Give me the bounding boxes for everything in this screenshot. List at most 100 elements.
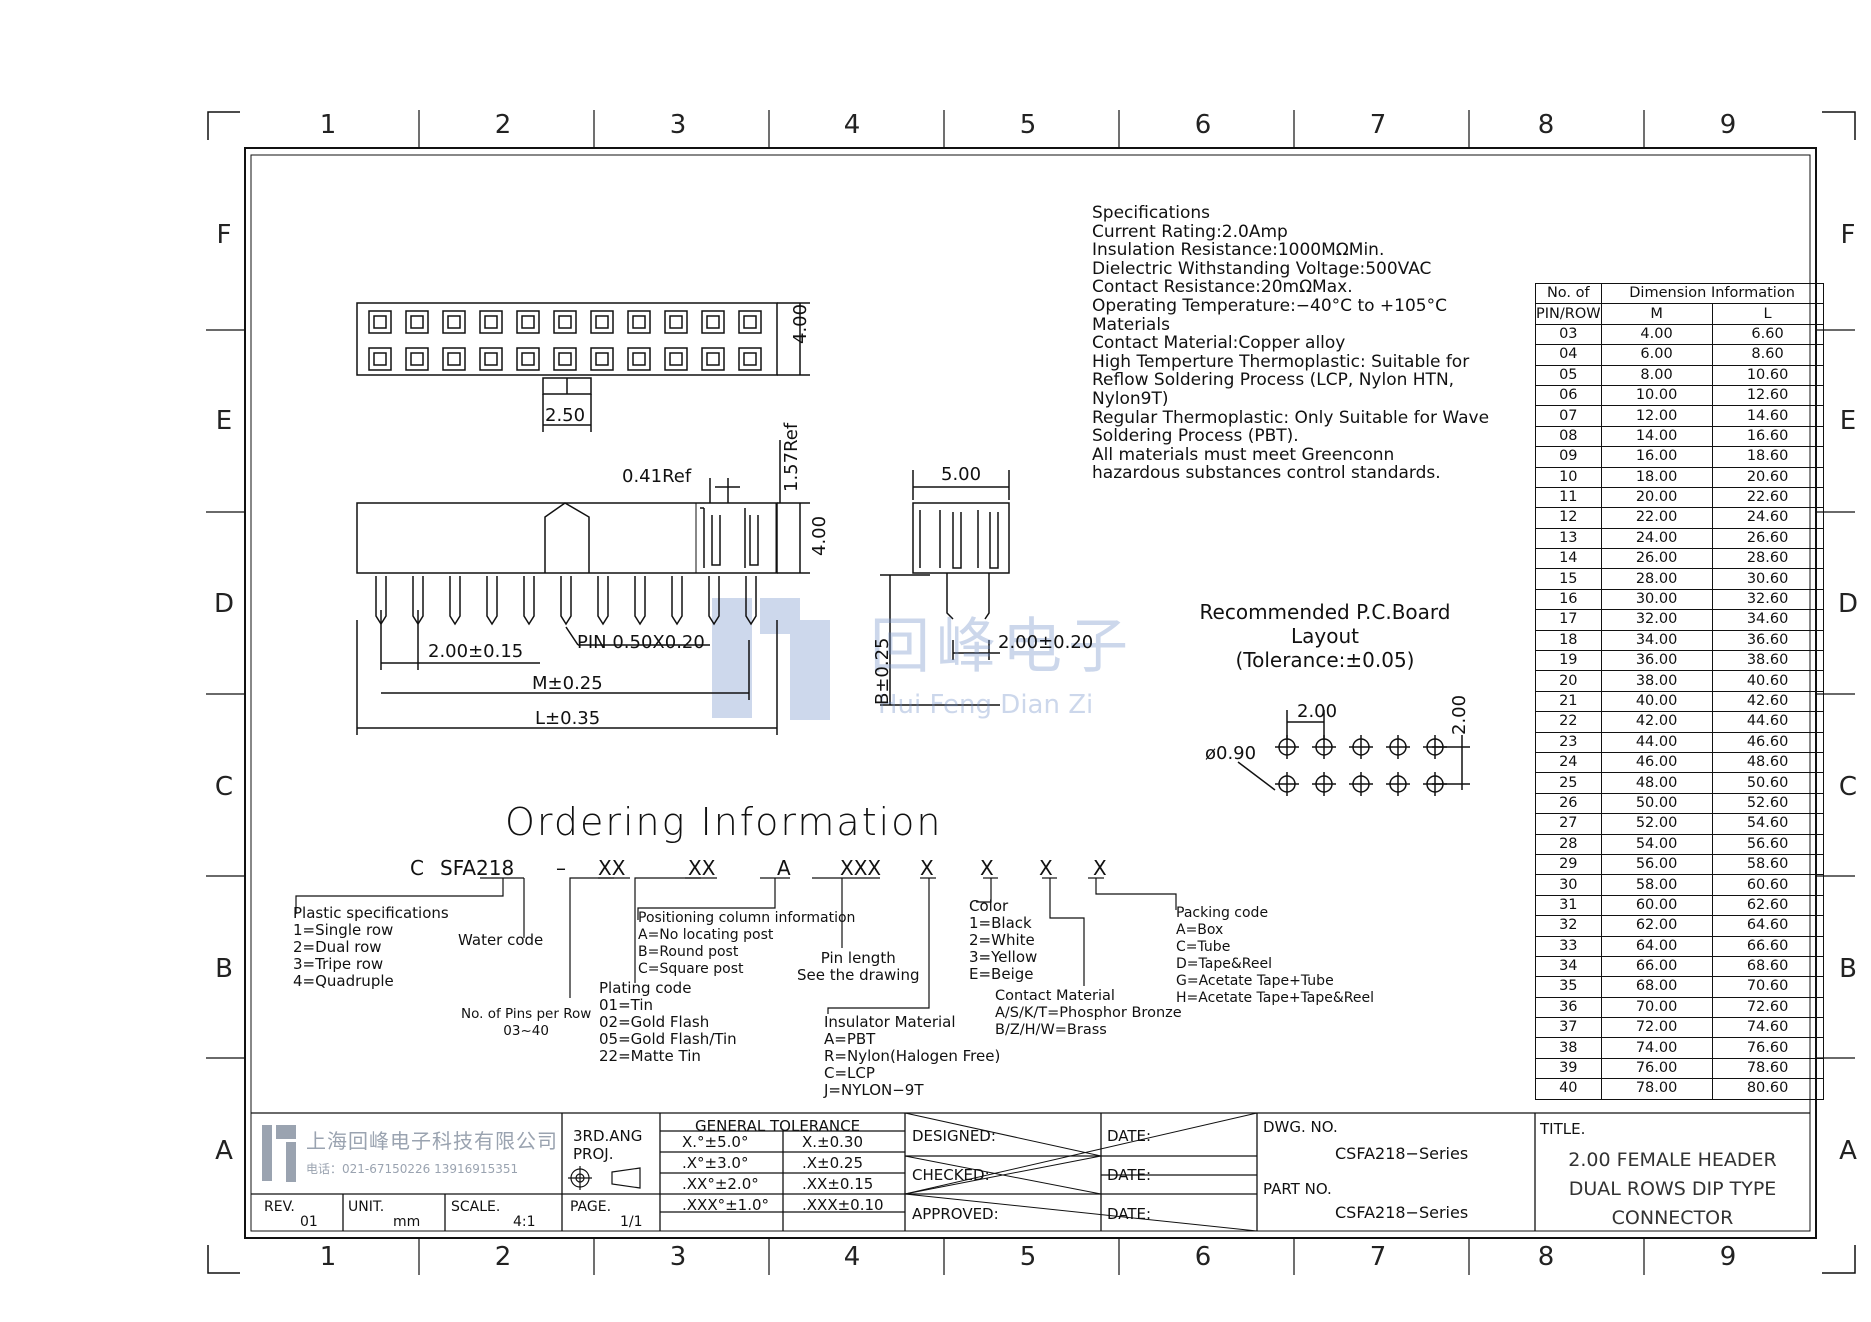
contact-cell	[738, 347, 762, 371]
table-cell: 13	[1535, 527, 1602, 550]
positioning-line: A=No locating post	[638, 927, 774, 943]
table-cell: 72.00	[1600, 1017, 1713, 1039]
table-cell: 74.60	[1711, 1017, 1824, 1039]
dim-end-width: 5.00	[941, 464, 982, 485]
dim-m: M±0.25	[532, 673, 603, 694]
contact-cell	[442, 310, 466, 334]
packing-line: Packing code	[1176, 905, 1269, 921]
table-cell: 70.60	[1711, 976, 1824, 998]
end-view	[880, 470, 1010, 706]
table-cell: 12	[1535, 507, 1602, 529]
ordering-code-part: X	[1093, 856, 1107, 880]
pcb-title-line: Recommended P.C.Board	[1199, 600, 1451, 624]
watermark-en: Hui Feng Dian Zi	[878, 690, 1094, 720]
table-cell: 46.60	[1711, 731, 1824, 753]
table-cell: 10	[1535, 466, 1602, 488]
tolerance-angle: .X°±3.0°	[682, 1154, 749, 1172]
plating-line: Plating code	[599, 979, 692, 997]
scale-label: SCALE.	[451, 1199, 501, 1215]
pcb-hole	[1312, 772, 1336, 796]
zone-col-label: 8	[1537, 1242, 1555, 1272]
zone-col-label: 2	[494, 110, 512, 140]
dim-pin: PIN 0.50X0.20	[577, 632, 705, 653]
projection-line: 3RD.ANG	[573, 1127, 643, 1145]
table-cell: 19	[1535, 650, 1602, 672]
table-cell: 6.00	[1600, 344, 1713, 366]
zone-row-label: C	[214, 772, 234, 802]
contact-cell	[368, 310, 392, 334]
pin	[523, 576, 535, 626]
zone-col-label: 9	[1719, 110, 1737, 140]
contact-line: Contact Material	[995, 988, 1115, 1004]
table-cell: 66.60	[1711, 935, 1824, 957]
spec-line: Insulation Resistance:1000MΩMin.	[1092, 240, 1385, 261]
ordering-code-part: –	[556, 856, 566, 880]
spec-line: High Temperture Thermoplastic: Suitable …	[1092, 351, 1470, 372]
positioning-line: B=Round post	[638, 944, 739, 960]
dim-side-height: 4.00	[809, 515, 830, 556]
table-cell: 64.60	[1711, 915, 1824, 937]
spec-line: Soldering Process (PBT).	[1092, 426, 1299, 447]
table-cell: 18	[1535, 629, 1602, 652]
dim-pcb-hole: ø0.90	[1205, 743, 1257, 764]
part-no-label: PART NO.	[1263, 1180, 1332, 1198]
watermark-logo	[712, 598, 830, 720]
zone-col-label: 4	[843, 1242, 861, 1272]
table-cell: 6.60	[1711, 323, 1824, 346]
spec-line: Current Rating:2.0Amp	[1092, 221, 1288, 242]
contact-cell	[479, 347, 503, 371]
color-line: 2=White	[969, 931, 1035, 949]
plating-line: 22=Matte Tin	[599, 1047, 701, 1065]
zone-col-label: 1	[319, 110, 337, 140]
table-cell: 37	[1535, 1017, 1602, 1039]
tolerance-linear: .X±0.25	[802, 1154, 864, 1172]
table-cell: 62.60	[1711, 894, 1824, 917]
title-label: TITLE.	[1540, 1120, 1586, 1138]
zone-col-label: 6	[1194, 110, 1212, 140]
table-cell: 36	[1535, 996, 1602, 1019]
pin	[597, 576, 609, 626]
date-label-1: DATE:	[1107, 1127, 1152, 1145]
table-cell: 58.60	[1711, 853, 1824, 876]
contact-cell	[590, 310, 614, 334]
table-cell: 14.60	[1711, 405, 1824, 427]
zone-col-label: 6	[1194, 1242, 1212, 1272]
color-line: 3=Yellow	[969, 948, 1038, 966]
table-cell: 04	[1535, 344, 1602, 366]
zone-row-label: D	[1837, 589, 1859, 619]
pin	[449, 576, 461, 626]
dim-pitch: 2.00±0.15	[428, 641, 524, 662]
table-cell: 22	[1535, 711, 1602, 733]
table-header-l: L	[1711, 303, 1824, 325]
date-label-3: DATE:	[1107, 1205, 1152, 1223]
color-line: 1=Black	[969, 914, 1032, 932]
dim-end-pitch: 2.00±0.20	[998, 632, 1094, 653]
spec-line: Dielectric Withstanding Voltage:500VAC	[1092, 258, 1432, 279]
spec-line: Regular Thermoplastic: Only Suitable for…	[1092, 407, 1490, 428]
contact-cell	[664, 310, 688, 334]
title-line: 2.00 FEMALE HEADER	[1568, 1149, 1777, 1171]
table-cell: 32.60	[1711, 588, 1824, 611]
table-cell: 24	[1535, 751, 1602, 774]
table-cell: 26	[1535, 792, 1602, 815]
zone-row-label: E	[215, 406, 233, 436]
side-view	[356, 440, 810, 735]
contact-cell	[553, 310, 577, 334]
contact-cell	[701, 347, 725, 371]
dim-l: L±0.35	[535, 708, 601, 729]
table-header-pinrow: PIN/ROW	[1535, 303, 1602, 325]
